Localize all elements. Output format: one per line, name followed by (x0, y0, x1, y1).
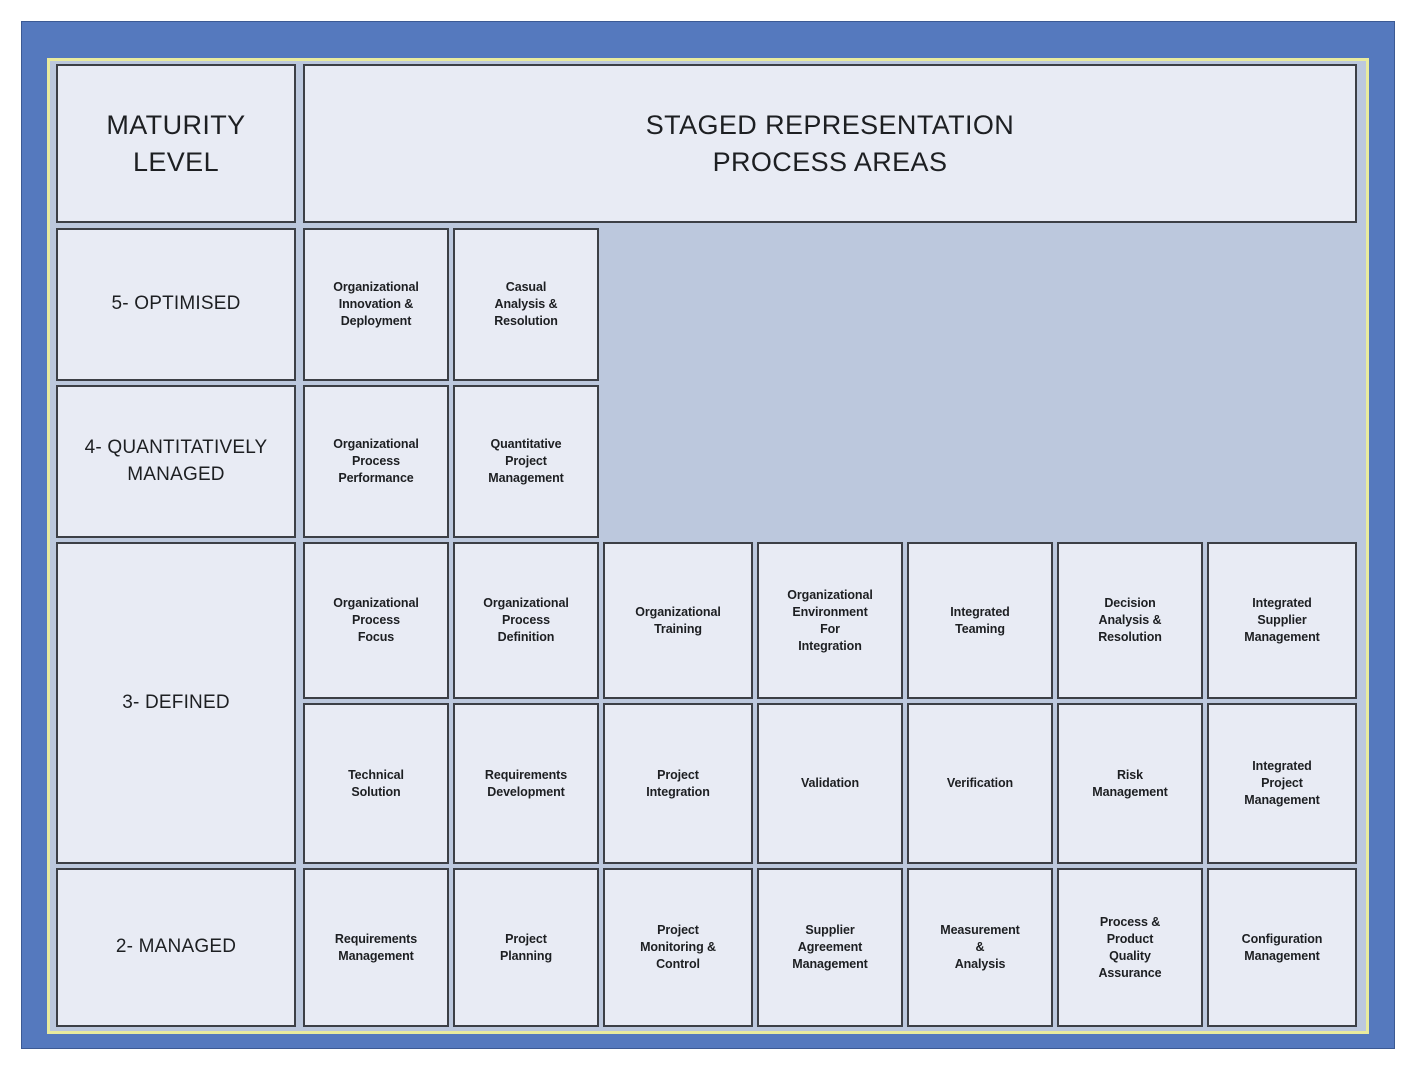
process-area-verification[interactable]: Verification (907, 703, 1053, 864)
process-area-label: Measurement&Analysis (940, 923, 1020, 971)
process-area-measurement-analysis[interactable]: Measurement&Analysis (907, 868, 1053, 1027)
level-5-label-text: 5- OPTIMISED (111, 293, 241, 315)
maturity-level-2-label: 2- MANAGED (56, 868, 296, 1027)
level-2-label-text: 2- MANAGED (115, 936, 237, 958)
maturity-level-5-label: 5- OPTIMISED (56, 228, 296, 381)
empty-process-area-region (603, 228, 1357, 538)
process-area-label: Verification (946, 776, 1014, 790)
maturity-level-3-label: 3- DEFINED (56, 542, 296, 864)
process-area-validation[interactable]: Validation (757, 703, 903, 864)
process-area-label: Validation (800, 776, 860, 790)
level-3-label-text: 3- DEFINED (122, 691, 230, 713)
